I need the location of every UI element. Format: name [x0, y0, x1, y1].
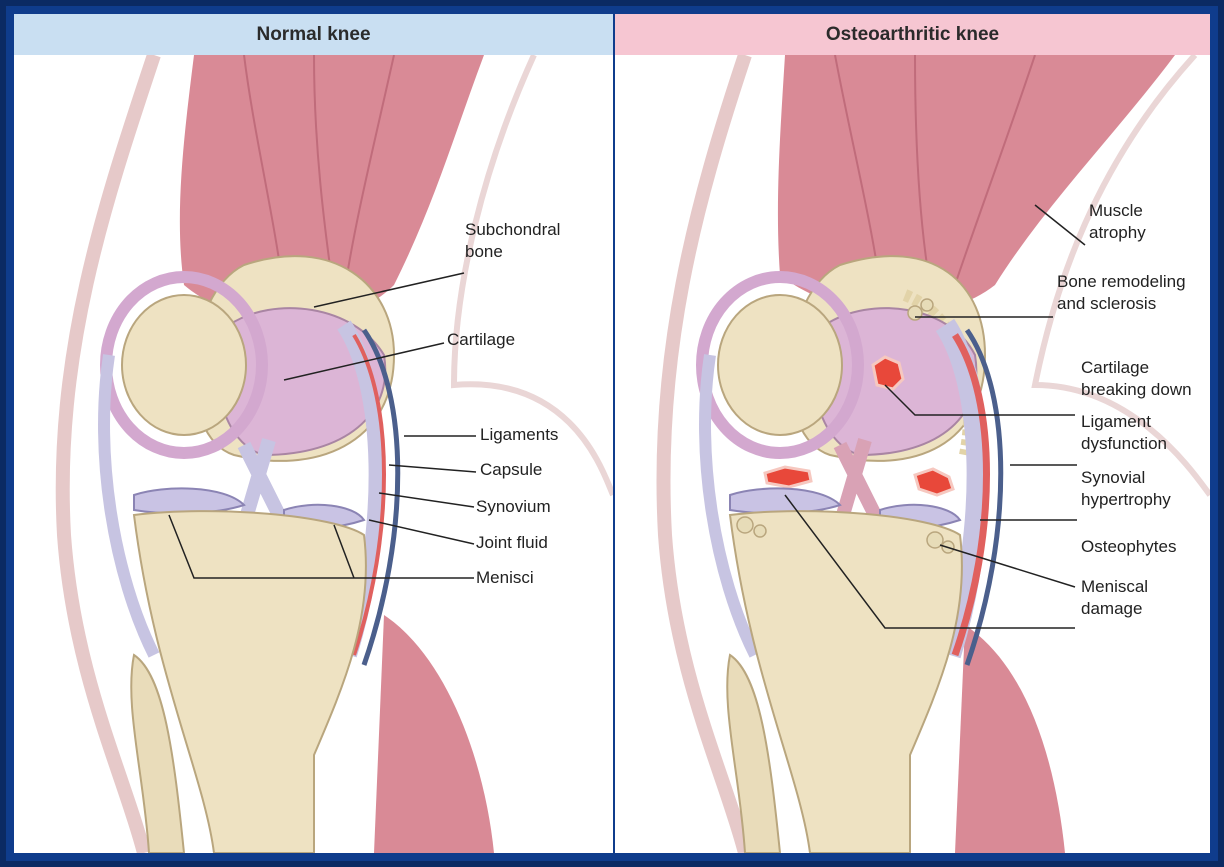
osteoarthritic-knee-panel: Osteoarthritic knee: [615, 14, 1210, 853]
calf-muscle: [374, 615, 494, 853]
patella: [122, 295, 246, 435]
normal-knee-panel: Normal knee: [14, 14, 613, 853]
label-synovial-hypertrophy: Synovial hypertrophy: [1081, 467, 1171, 511]
normal-knee-title: Normal knee: [14, 14, 613, 55]
label-bone-remodeling: Bone remodeling and sclerosis: [1057, 271, 1186, 315]
patella: [718, 295, 842, 435]
label-muscle-atrophy: Muscle atrophy: [1089, 200, 1146, 244]
normal-knee-illustration: [14, 55, 613, 853]
label-ligaments: Ligaments: [480, 424, 558, 446]
figure-frame: Normal knee: [6, 6, 1218, 861]
cartilage-lesion: [915, 469, 953, 495]
cartilage-lesion: [873, 357, 903, 389]
osteoarthritic-knee-title: Osteoarthritic knee: [615, 14, 1210, 55]
meniscus-anterior: [134, 488, 244, 513]
label-osteophytes: Osteophytes: [1081, 536, 1176, 558]
label-subchondral-bone: Subchondral bone: [465, 219, 560, 263]
label-cartilage-breaking-down: Cartilage breaking down: [1081, 357, 1192, 401]
label-menisci: Menisci: [476, 567, 534, 589]
label-joint-fluid: Joint fluid: [476, 532, 548, 554]
label-synovium: Synovium: [476, 496, 551, 518]
label-capsule: Capsule: [480, 459, 542, 481]
label-meniscal-damage: Meniscal damage: [1081, 576, 1148, 620]
meniscus-anterior: [730, 488, 840, 513]
cartilage-lesion: [765, 467, 811, 487]
label-cartilage: Cartilage: [447, 329, 515, 351]
label-ligament-dysfunction: Ligament dysfunction: [1081, 411, 1167, 455]
